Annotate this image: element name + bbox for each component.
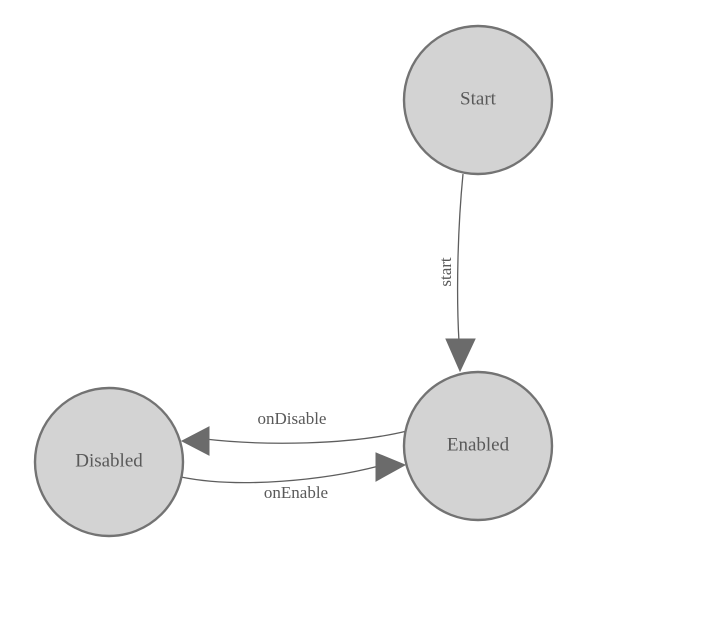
node-start[interactable]: Start — [402, 24, 554, 176]
node-enabled-circle — [402, 370, 554, 522]
node-disabled-circle — [33, 386, 185, 538]
node-disabled-label: Disabled — [75, 450, 143, 471]
edge-start-to-enabled-path — [456, 173, 464, 343]
edge-disabled-to-enabled-path — [180, 465, 380, 484]
edge-disabled-to-enabled[interactable]: onEnable — [180, 452, 407, 502]
node-disabled[interactable]: Disabled — [33, 386, 185, 538]
edge-start-to-enabled-arrowhead — [445, 338, 476, 373]
node-start-circle — [402, 24, 554, 176]
edge-label-start: start — [436, 257, 455, 287]
edge-start-to-enabled[interactable]: start — [436, 173, 476, 373]
edge-enabled-to-disabled[interactable]: onDisable — [180, 409, 408, 456]
edge-label-ondisable: onDisable — [258, 409, 327, 428]
edge-enabled-to-disabled-arrowhead — [180, 426, 210, 456]
node-enabled-label: Enabled — [447, 434, 510, 455]
edge-disabled-to-enabled-arrowhead — [375, 452, 407, 482]
node-start-label: Start — [460, 88, 497, 109]
node-enabled[interactable]: Enabled — [402, 370, 554, 522]
edge-label-onenable: onEnable — [264, 483, 328, 502]
edge-enabled-to-disabled-path — [204, 430, 408, 444]
